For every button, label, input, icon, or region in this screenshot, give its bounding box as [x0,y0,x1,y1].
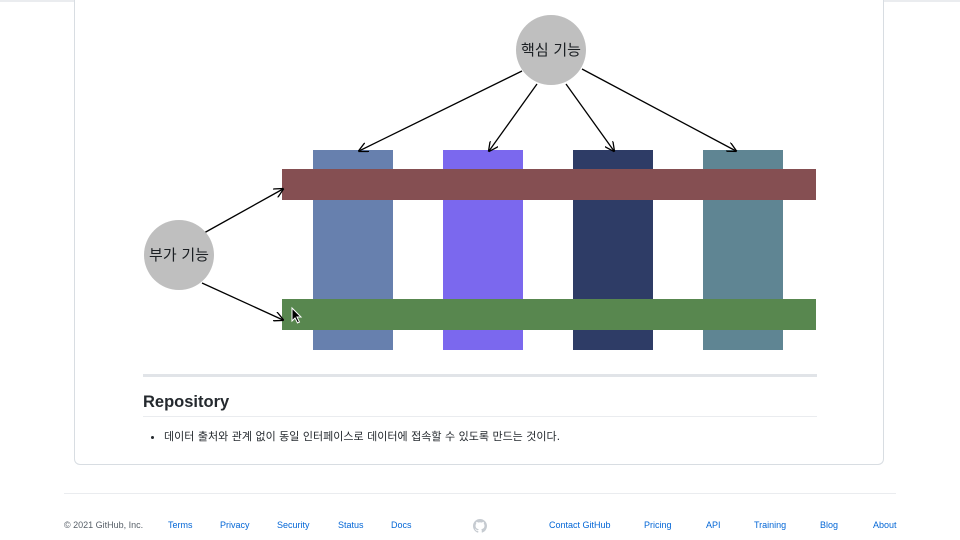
core-node-label: 핵심 기능 [521,41,581,59]
top-bar [282,169,816,200]
core-node [516,15,586,85]
footer-link-pricing[interactable]: Pricing [644,520,672,530]
footer-link-terms[interactable]: Terms [168,520,193,530]
footer-link-about[interactable]: About [873,520,897,530]
footer-link-security[interactable]: Security [277,520,310,530]
footer-link-docs[interactable]: Docs [391,520,412,530]
list-item: 데이터 출처와 관계 없이 동일 인터페이스로 데이터에 접속할 수 있도록 만… [164,428,560,446]
extra-arrow-top [203,189,283,234]
footer-link-api[interactable]: API [706,520,721,530]
footer: © 2021 GitHub, Inc. Terms Privacy Securi… [64,519,897,534]
footer-link-privacy[interactable]: Privacy [220,520,250,530]
footer-link-training[interactable]: Training [754,520,787,530]
extra-arrow-bottom [201,282,283,320]
section-heading: Repository [143,393,230,411]
core-arrow-4 [581,68,736,151]
footer-link-status[interactable]: Status [338,520,364,530]
content-divider [143,374,817,377]
mouse-cursor-icon [291,306,303,324]
footer-copyright: © 2021 GitHub, Inc. [64,520,144,530]
section-list: 데이터 출처와 관계 없이 동일 인터페이스로 데이터에 접속할 수 있도록 만… [143,428,560,446]
footer-divider [64,493,896,494]
heading-rule [143,416,817,417]
core-arrow-3 [565,83,614,151]
footer-link-contact[interactable]: Contact GitHub [549,520,611,530]
github-logo-icon[interactable] [473,519,487,533]
core-arrow-1 [359,70,523,151]
extra-node-label: 부가 기능 [149,246,209,264]
extra-node [144,220,214,290]
bottom-bar [282,299,816,330]
core-arrow-2 [489,83,538,151]
footer-link-blog[interactable]: Blog [820,520,839,530]
